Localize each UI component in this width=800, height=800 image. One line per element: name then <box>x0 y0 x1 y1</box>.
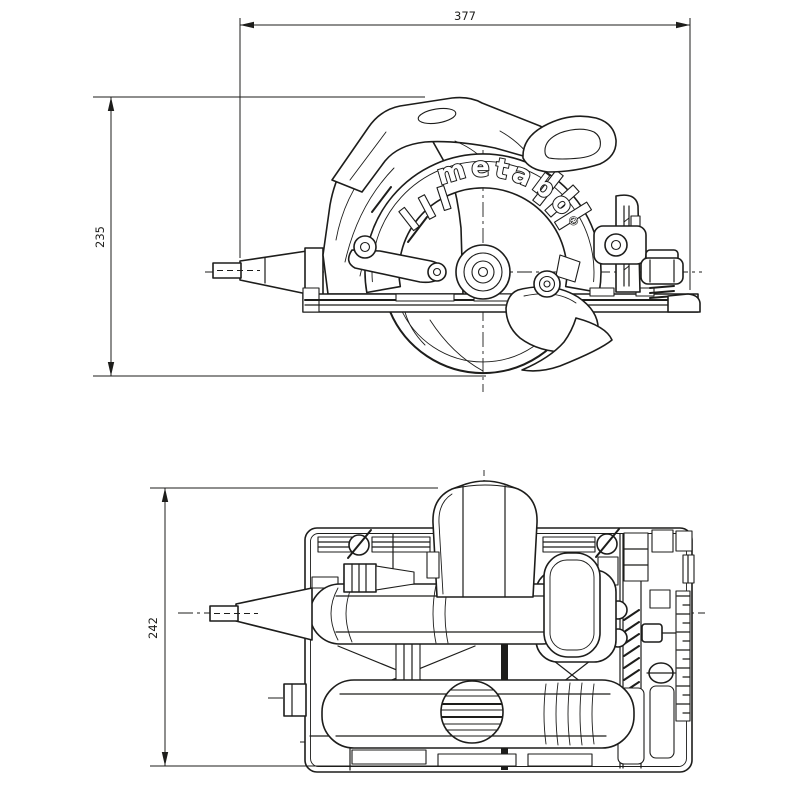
guide-rod <box>212 247 324 297</box>
dim-height-label: 235 <box>93 226 107 248</box>
lower-guard <box>505 285 613 372</box>
dimensions: 377 235 242 <box>93 9 691 767</box>
knob-latch <box>426 551 440 579</box>
hatched-port <box>440 680 504 744</box>
dim-width: 242 <box>146 487 460 767</box>
bevel-tab <box>283 683 307 717</box>
riving-rod <box>209 587 313 641</box>
base-plate-side <box>302 287 699 313</box>
guard-latch <box>555 254 581 283</box>
arbor <box>455 244 561 300</box>
guard-vents-left <box>398 184 452 232</box>
top-slot-strips <box>317 536 596 553</box>
plate-screw-right <box>595 528 620 558</box>
depth-scale-ruler <box>675 590 691 722</box>
dim-length: 377 <box>239 9 691 290</box>
clamp-bolt <box>641 623 677 643</box>
front-knob-top <box>426 480 538 598</box>
dim-width-label: 242 <box>146 617 160 639</box>
front-handle-loop <box>522 115 617 173</box>
blade-guard <box>364 153 602 294</box>
guard-vents-right <box>532 169 593 231</box>
main-handle-top <box>543 552 601 658</box>
depth-guide <box>593 194 647 293</box>
plate-screw-left <box>347 529 372 559</box>
side-view: metabo® <box>205 96 702 392</box>
blade-slot <box>501 558 508 770</box>
lever-arm <box>347 235 447 284</box>
base-front-cap <box>667 293 701 313</box>
lower-housing <box>283 679 635 749</box>
dim-length-label: 377 <box>454 9 476 23</box>
top-view <box>178 470 705 773</box>
rack-teeth <box>623 609 640 693</box>
cable-clamp <box>343 563 415 593</box>
bottom-edge-slots <box>309 735 593 771</box>
dim-height: 235 <box>93 96 486 377</box>
depth-knob <box>640 249 701 313</box>
